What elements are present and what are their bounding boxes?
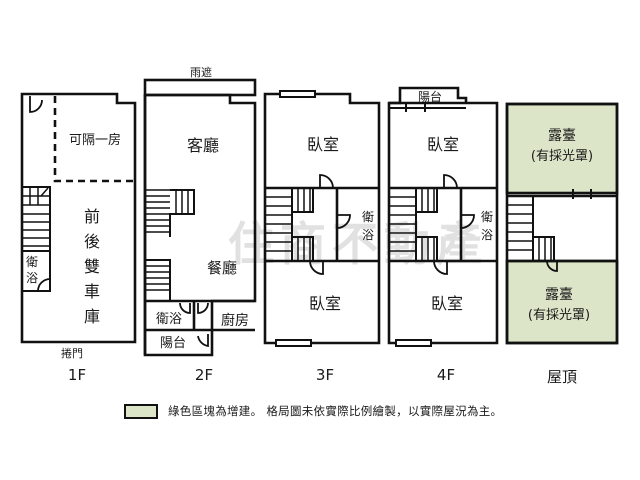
floor-label-2f: 2F (194, 366, 214, 384)
room-label-terrace-back-2: (有採光罩) (528, 308, 590, 323)
room-label-4f-balcony: 陽台 (418, 89, 442, 104)
floor-label-4f: 4F (436, 366, 456, 384)
room-label-garage-3: 雙 (84, 257, 100, 276)
room-label-terrace-front-1: 露臺 (548, 128, 576, 144)
room-label-dining: 餐廳 (207, 259, 237, 277)
room-label-2f-bath: 衛浴 (156, 312, 182, 327)
room-label-partition: 可隔一房 (69, 132, 121, 148)
floor-1f-plan (20, 92, 137, 344)
room-label-4f-bath-1: 衛 (481, 210, 493, 224)
room-label-1f-bath-1: 衛 (26, 255, 38, 269)
room-label-1f-bath-2: 浴 (26, 271, 38, 285)
floor-4f-plan (387, 86, 499, 347)
floor-2f-plan (143, 78, 257, 357)
room-label-garage-1: 前 (84, 207, 100, 226)
floor-roof-plan (505, 102, 619, 345)
room-label-kitchen: 廚房 (221, 312, 249, 329)
room-label-terrace-front-2: (有採光罩) (531, 149, 593, 164)
room-label-2f-balcony: 陽台 (160, 336, 186, 351)
legend-text: 綠色區塊為增建。 格局圖未依實際比例繪製，以實際屋況為主。 (168, 404, 503, 418)
room-label-4f-bath-2: 浴 (481, 228, 493, 242)
annotation-canopy: 雨遮 (190, 65, 212, 79)
room-label-3f-bedroom-front: 臥室 (307, 135, 339, 154)
room-label-4f-bedroom-back: 臥室 (431, 294, 463, 313)
legend: 綠色區塊為增建。 格局圖未依實際比例繪製，以實際屋況為主。 (124, 403, 502, 419)
room-label-terrace-back-1: 露臺 (545, 287, 573, 303)
legend-swatch-addition (124, 403, 158, 419)
annotation-rolling-door: 捲門 (61, 346, 83, 360)
room-label-garage-2: 後 (84, 232, 100, 251)
room-label-4f-bedroom-front: 臥室 (427, 135, 459, 154)
floor-label-3f: 3F (315, 366, 335, 384)
floor-3f-plan (263, 90, 381, 347)
floor-label-roof: 屋頂 (546, 368, 577, 386)
floor-label-1f: 1F (67, 366, 87, 384)
room-label-garage-5: 庫 (84, 307, 100, 326)
room-label-living: 客廳 (187, 136, 219, 155)
room-label-3f-bath-1: 衛 (362, 210, 374, 224)
room-label-garage-4: 車 (84, 282, 100, 301)
room-label-3f-bedroom-back: 臥室 (309, 294, 341, 313)
room-label-3f-bath-2: 浴 (362, 228, 374, 242)
